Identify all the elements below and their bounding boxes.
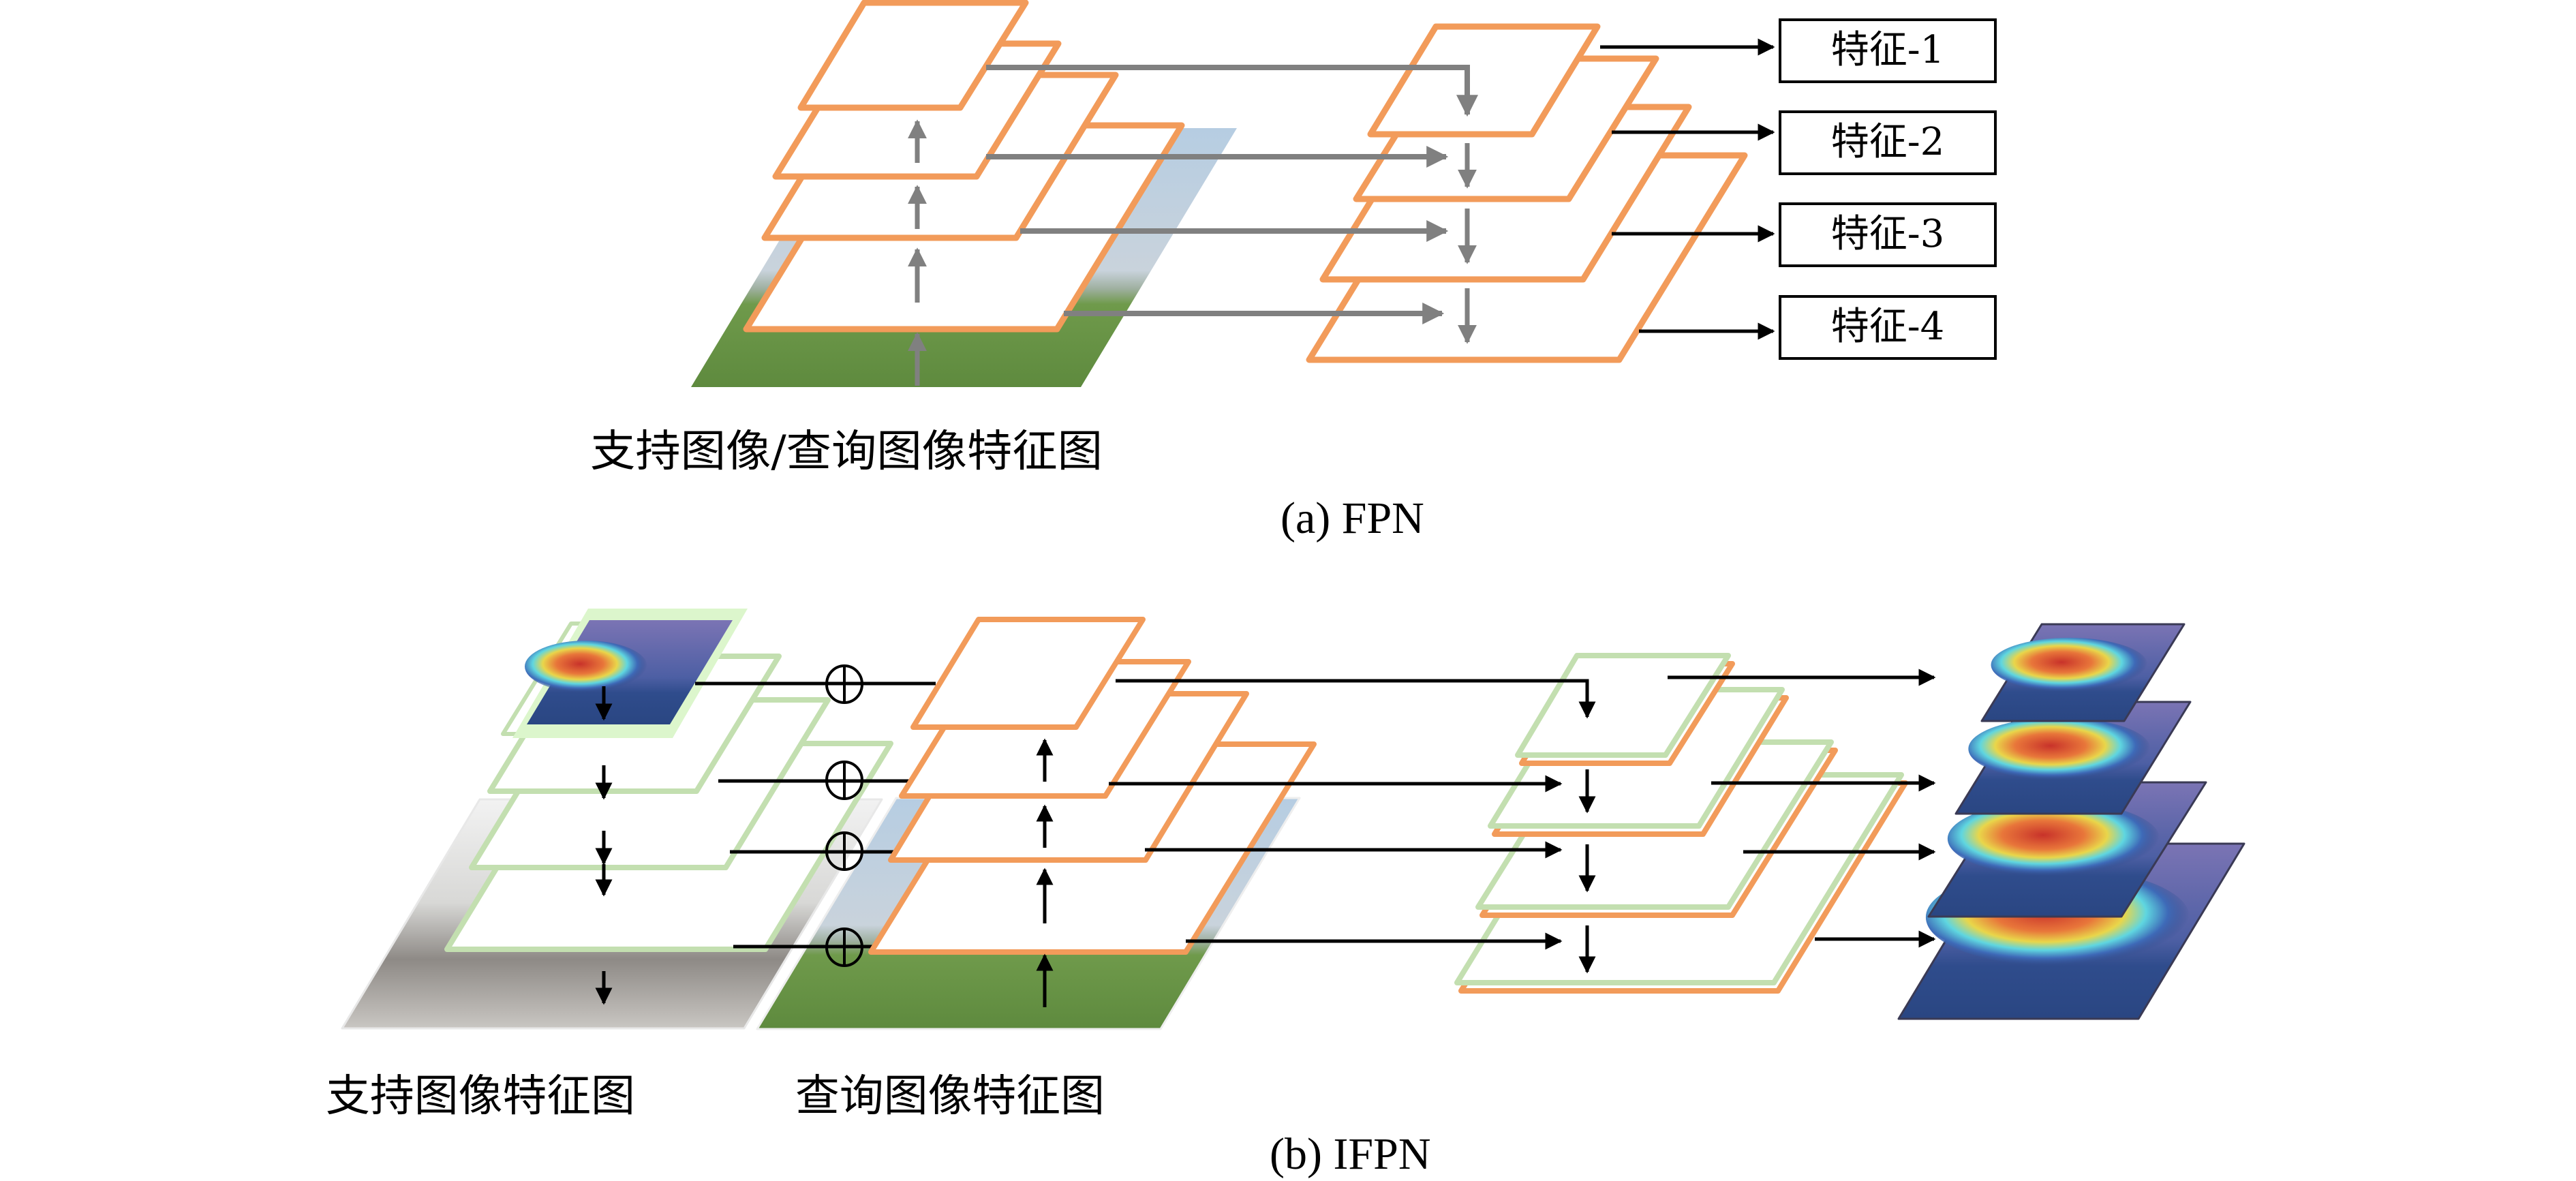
output-box-3-label: 特征-3 bbox=[1831, 212, 1945, 256]
query-feature-label: 查询图像特征图 bbox=[795, 1071, 1105, 1122]
fusion-plus-icon-2 bbox=[825, 761, 863, 800]
fpn-input-label: 支持图像/查询图像特征图 bbox=[590, 427, 1103, 477]
fusion-plus-icon-3 bbox=[825, 831, 863, 871]
query-level-1 bbox=[910, 617, 1146, 730]
fpn-caption: (a) FPN bbox=[1281, 493, 1424, 543]
output-box-4-label: 特征-4 bbox=[1831, 305, 1945, 349]
output-heatmap-1-hotspot bbox=[1991, 637, 2148, 692]
output-box-4 bbox=[1779, 295, 1997, 360]
output-box-1 bbox=[1779, 18, 1997, 83]
output-heatmap-2-hotspot bbox=[1968, 717, 2151, 780]
output-box-2-label: 特征-2 bbox=[1831, 120, 1945, 164]
fusion-plus-icon-1 bbox=[825, 664, 863, 704]
top-down-level-1 bbox=[1367, 23, 1601, 138]
lateral-arrow-icon bbox=[986, 65, 1478, 117]
fpn-output-boxes bbox=[1779, 18, 1997, 360]
output-box-3 bbox=[1779, 202, 1997, 267]
ifpn-caption: (b) IFPN bbox=[1270, 1129, 1431, 1179]
output-box-1-label: 特征-1 bbox=[1831, 28, 1945, 72]
bottom-up-level-1 bbox=[797, 0, 1029, 111]
fusion-symbols bbox=[825, 664, 863, 967]
fusion-plus-icon-4 bbox=[825, 927, 863, 967]
panel-fpn bbox=[691, 0, 1775, 387]
panel-ifpn bbox=[341, 609, 2245, 1030]
lateral-arrow-icon bbox=[1116, 679, 1596, 719]
output-heatmap-3-hotspot bbox=[1947, 801, 2160, 876]
output-box-2 bbox=[1779, 110, 1997, 175]
support-heatmap-hotspot bbox=[525, 641, 647, 692]
support-feature-label: 支持图像特征图 bbox=[326, 1071, 635, 1122]
